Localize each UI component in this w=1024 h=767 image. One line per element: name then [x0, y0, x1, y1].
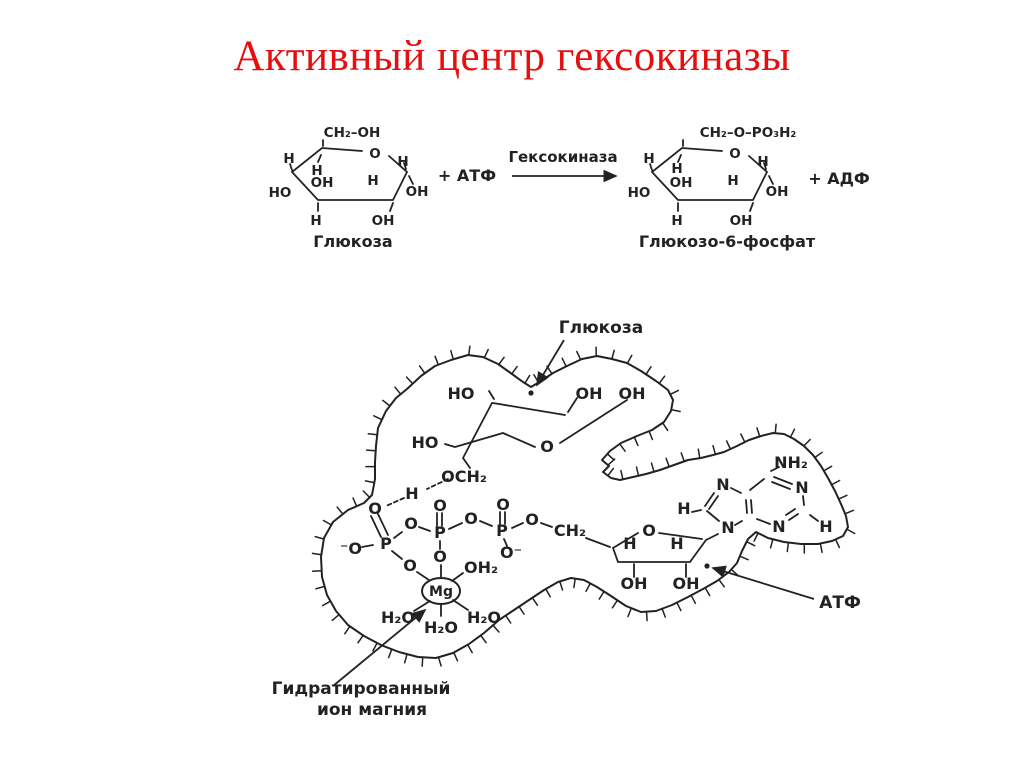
site-hbond-h: H [405, 484, 418, 503]
site-mg-callout-line1: Гидратированный [272, 679, 451, 699]
site-ribose-oh-right: OH [673, 574, 700, 593]
site-glucose-oh-a: OH [576, 384, 603, 403]
reaction-g6p-oh-bottom: OH [730, 213, 753, 229]
site-ribose-h-right: H [670, 534, 683, 553]
site-adenine-n3: N [772, 517, 785, 536]
site-pgamma-o-top: O [368, 499, 382, 518]
reaction-glucose-ring-o: O [369, 146, 380, 162]
reaction-g6p-chain-label: CH₂–O–PO₃H₂ [700, 125, 797, 141]
reaction-g6p-h-c4: H [643, 151, 654, 167]
site-adenine-n1: N [795, 478, 808, 497]
reaction-enzyme-label: Гексокиназа [508, 148, 617, 166]
reaction-glucose-h-bottom: H [310, 213, 321, 229]
glucose-ring-bonds [289, 139, 414, 212]
site-adenine-n9: N [721, 518, 734, 537]
magnesium-coordination-bonds [413, 572, 469, 617]
site-adenine-nh2: NH₂ [774, 453, 808, 472]
site-glucose-bonds [444, 390, 628, 469]
reaction-glucose-oh-c1: OH [406, 184, 429, 200]
site-pbeta-o-top: O [433, 496, 447, 515]
adenine-bonds [691, 466, 819, 526]
site-mg-aqua: OH₂ [464, 558, 498, 577]
triphosphate-bonds [361, 511, 611, 581]
glucose6p-ring-bonds [649, 139, 774, 212]
site-pgamma: P [380, 534, 392, 553]
glucose-callout-arrow [536, 339, 565, 387]
reaction-glucose-h-inner1: H [311, 163, 322, 179]
reaction-glucose-oh-inner1: OH [311, 175, 334, 191]
site-mg-water3: H₂O [467, 608, 501, 627]
site-o-bridge3: O [525, 510, 539, 529]
site-o-bridge1: O [404, 514, 418, 533]
active-site-diagram [311, 339, 856, 687]
site-atp-callout: АТФ [819, 593, 861, 613]
site-glucose-ho-left: HO [412, 433, 439, 452]
site-glucose-callout: Глюкоза [559, 318, 643, 338]
site-glucose-oh-b: OH [619, 384, 646, 403]
site-pgamma-o-minus: ⁻O [340, 539, 362, 558]
reaction-glucose-h-inner2: H [367, 173, 378, 189]
site-ribose-o: O [642, 521, 656, 540]
reaction-g6p-h-c1: H [757, 154, 768, 170]
site-glucose-ho-top: HO [448, 384, 475, 403]
reaction-glucose-ho-left: HO [269, 185, 292, 201]
atp-callout-arrow [711, 565, 815, 600]
ribose-bonds [612, 532, 719, 578]
site-pgamma-o-mg: O [403, 556, 417, 575]
site-pbeta-o-mg: O [433, 547, 447, 566]
reaction-g6p-oh-c1: OH [766, 184, 789, 200]
slide-title: Активный центр гексокиназы [233, 33, 791, 80]
reaction-g6p-oh-inner1: OH [670, 175, 693, 191]
reaction-g6p-caption: Глюкозо-6-фосфат [639, 232, 816, 251]
site-palpha: P [496, 521, 508, 540]
reaction-scheme [289, 139, 774, 212]
site-ribose-h-left: H [623, 534, 636, 553]
site-glucose-och2: OCH₂ [441, 467, 487, 486]
reaction-plus-atp: + АТФ [438, 166, 496, 185]
site-ribose-oh-left: OH [621, 574, 648, 593]
reaction-g6p-ho-left: HO [628, 185, 651, 201]
enzyme-surface-outline [320, 354, 849, 659]
magnesium-callout-arrow [332, 608, 427, 687]
reaction-plus-adp: + АДФ [808, 169, 870, 188]
reaction-g6p-ring-o: O [729, 146, 740, 162]
site-mg-callout-line2: ион магния [317, 700, 427, 720]
site-adenine-n7: N [716, 475, 729, 494]
reaction-g6p-h-inner1: H [671, 161, 682, 177]
enzyme-surface-ticks [311, 345, 856, 667]
site-adenine-h2: H [819, 517, 832, 536]
reaction-g6p-h-inner2: H [727, 173, 738, 189]
site-palpha-o-minus: O⁻ [500, 543, 522, 562]
site-glucose-ring-o: O [540, 437, 554, 456]
atp-pointer-dot [704, 563, 710, 569]
reaction-g6p-h-bottom: H [671, 213, 682, 229]
site-palpha-o-top: O [496, 495, 510, 514]
reaction-glucose-chain-label: CH₂–OH [324, 125, 381, 141]
site-mg-ion: Mg [429, 584, 453, 600]
reaction-glucose-h-c4: H [283, 151, 294, 167]
site-ch2: CH₂ [554, 521, 586, 540]
hydrogen-bonds [385, 478, 449, 507]
site-o-bridge2: O [464, 509, 478, 528]
reaction-glucose-oh-bottom: OH [372, 213, 395, 229]
glucose-pointer-dot [528, 390, 534, 396]
reaction-glucose-caption: Глюкоза [313, 232, 392, 251]
reaction-glucose-h-c1: H [397, 154, 408, 170]
site-adenine-h8: H [677, 499, 690, 518]
site-pbeta: P [434, 523, 446, 542]
site-mg-water1: H₂O [381, 608, 415, 627]
site-mg-water2: H₂O [424, 618, 458, 637]
